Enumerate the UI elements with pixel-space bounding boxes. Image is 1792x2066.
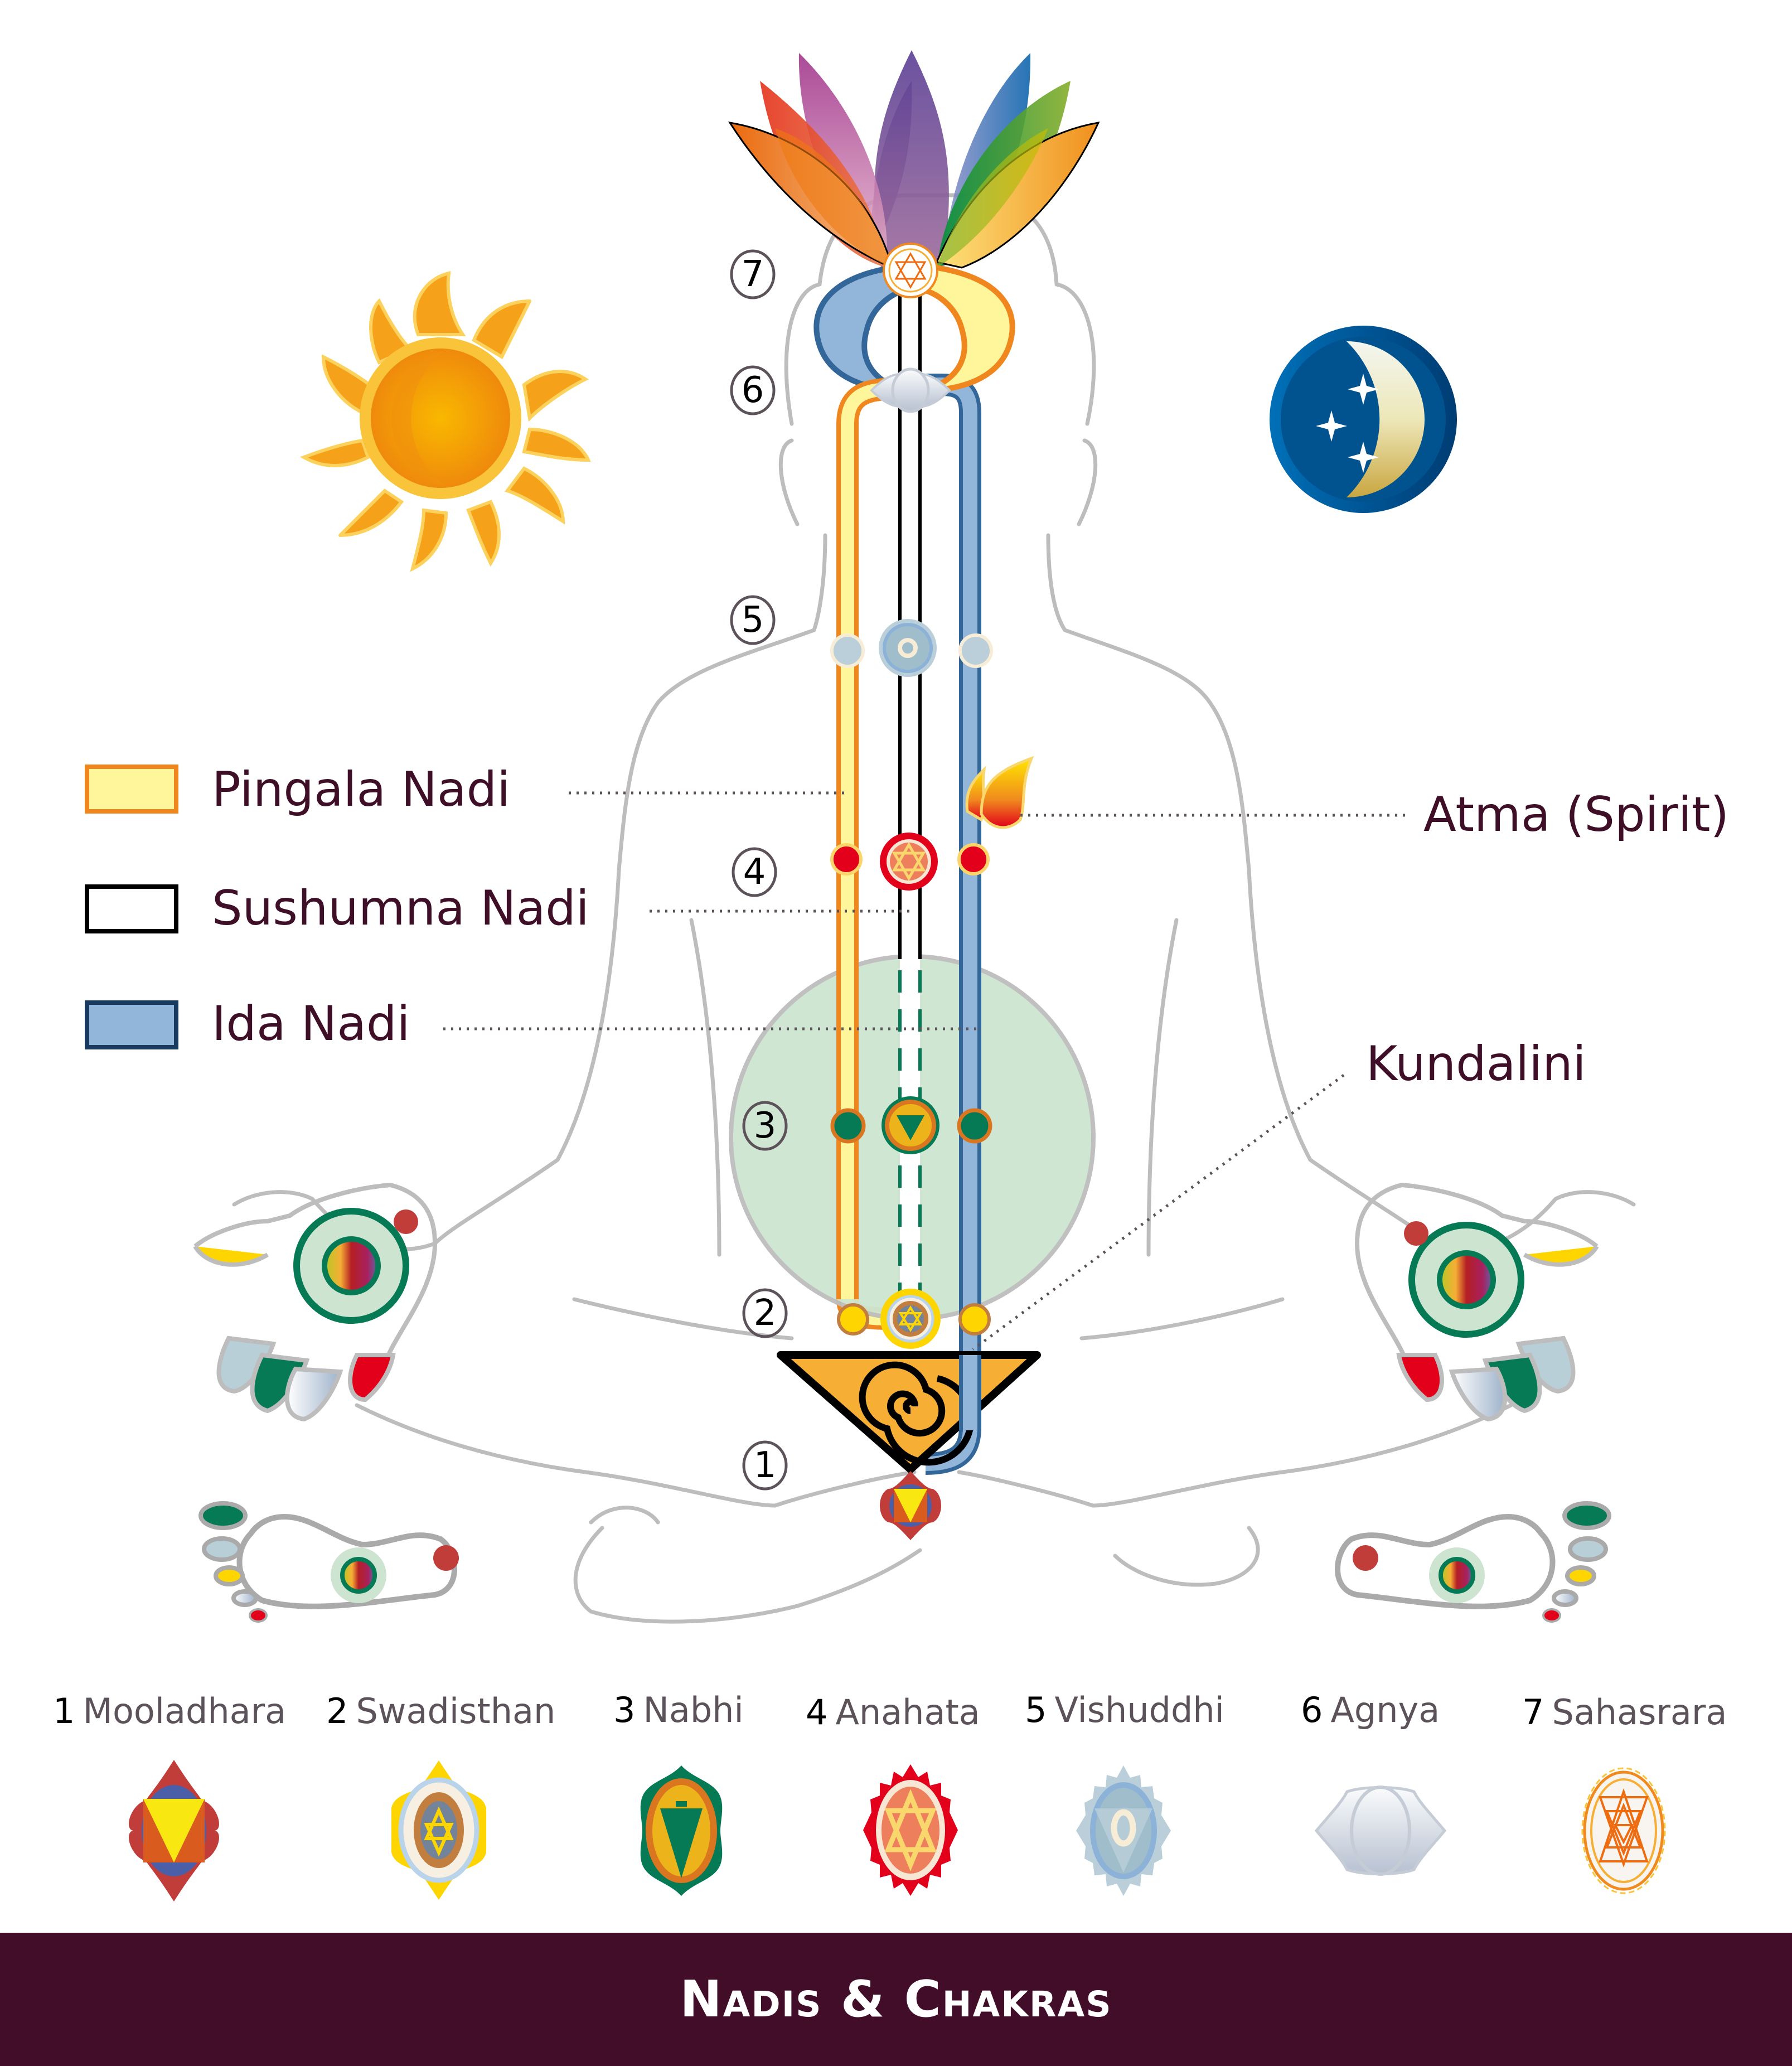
- sahasrara-chakra-icon: [883, 243, 938, 298]
- page-title: Nadis & Chakras: [680, 1970, 1112, 2029]
- right-foot: [1335, 1501, 1611, 1623]
- legend: Pingala Nadi Sushumna Nadi Ida Nadi: [85, 762, 589, 1052]
- vishuddhi-chakra-icon: [830, 619, 993, 677]
- legend-label-sushumna: Sushumna Nadi: [212, 880, 589, 936]
- anahata-chakra-icon: [830, 833, 990, 891]
- marker-1: 1: [754, 1445, 777, 1486]
- legend-swatch-pingala: [85, 765, 178, 814]
- chakra-icon-swadisthan: [391, 1760, 486, 1900]
- marker-5: 5: [742, 599, 764, 641]
- marker-7: 7: [742, 254, 764, 295]
- right-hand: [1354, 1182, 1599, 1422]
- chakra-icon-mooladhara: [129, 1760, 219, 1902]
- legend-swatch-ida: [85, 1000, 178, 1049]
- marker-6: 6: [742, 370, 764, 411]
- marker-4: 4: [743, 851, 766, 893]
- chakra-markers: [730, 249, 788, 1491]
- left-hand: [193, 1182, 438, 1422]
- marker-2: 2: [754, 1293, 777, 1334]
- chakra-icon-sahasrara: [1581, 1767, 1666, 1894]
- sun-icon: [299, 271, 591, 572]
- lotus-icon: [728, 50, 1100, 269]
- moon-stars-icon: [1270, 326, 1457, 513]
- chakra-icon-agnya: [1314, 1786, 1447, 1876]
- mooladhara-chakra-icon: [880, 1471, 941, 1540]
- swadisthan-chakra-icon: [837, 1289, 991, 1349]
- marker-3: 3: [754, 1105, 777, 1146]
- kundalini-callout-label: Kundalini: [1366, 1036, 1586, 1092]
- chakra-icon-anahata: [863, 1764, 958, 1896]
- kundalini-triangle: [777, 1351, 1041, 1473]
- footer-banner: Nadis & Chakras: [0, 1933, 1792, 2066]
- flame-icon: [965, 756, 1034, 829]
- nabhi-chakra-icon: [830, 1096, 992, 1154]
- left-foot: [198, 1501, 459, 1623]
- legend-swatch-sushumna: [85, 884, 178, 933]
- leader-lines: [443, 791, 1408, 1351]
- agnya-chakra-icon: [870, 367, 951, 413]
- legend-label-ida: Ida Nadi: [212, 996, 410, 1052]
- legend-label-pingala: Pingala Nadi: [212, 762, 510, 817]
- chakra-icon-vishuddhi: [1076, 1765, 1171, 1896]
- chakra-icon-nabhi: [640, 1765, 723, 1896]
- atma-callout-label: Atma (Spirit): [1423, 787, 1729, 843]
